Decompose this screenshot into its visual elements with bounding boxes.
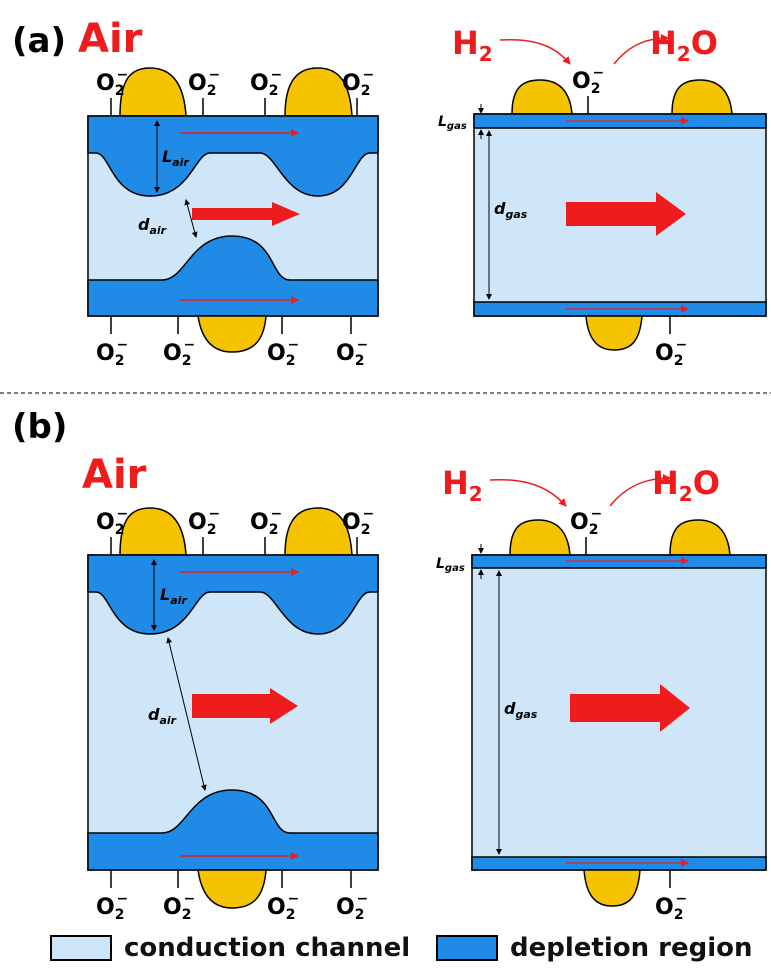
o2-label: O2− xyxy=(96,506,128,538)
grain-bottom-a-air xyxy=(197,315,267,353)
panel-a-tag: (a) xyxy=(12,21,66,61)
panel-b-air-title: Air xyxy=(82,452,147,498)
diagram-canvas: (a) Air Lair dair O2− O2− O2− xyxy=(0,16,771,923)
current-arrow-b-air xyxy=(192,688,298,724)
h2o-label: H2O xyxy=(650,24,718,66)
o2-label: O2− xyxy=(336,337,368,369)
depletion-top-a-air xyxy=(87,115,379,197)
panel-a-air-diagram: (a) Air Lair dair O2− O2− O2− xyxy=(12,16,379,369)
d-gas-label: dgas xyxy=(504,699,538,721)
depletion-bottom-a-air xyxy=(87,235,379,317)
grain-top-1 xyxy=(511,79,573,115)
grain-top-1 xyxy=(509,519,571,556)
o2-label: O2− xyxy=(336,891,368,923)
panel-b-tag: (b) xyxy=(12,407,67,447)
current-arrow-b-gas xyxy=(570,684,690,732)
o2-label: O2− xyxy=(655,891,687,923)
d-air-label: dair xyxy=(138,215,167,237)
legend-item-conduction: conduction channel xyxy=(50,933,410,963)
o2-label: O2− xyxy=(96,891,128,923)
panel-a-air-title: Air xyxy=(78,16,143,62)
l-gas-label: Lgas xyxy=(438,114,467,132)
oxygen-labels-top-a-air: O2− O2− O2− O2− xyxy=(96,67,374,99)
o2-label: O2− xyxy=(96,67,128,99)
grain-top-2 xyxy=(669,519,731,556)
o2-label: O2− xyxy=(267,891,299,923)
h2o-label: H2O xyxy=(652,464,720,506)
legend: conduction channel depletion region xyxy=(0,925,771,970)
grain-bottom-b-air xyxy=(197,869,267,909)
l-air-label: Lair xyxy=(162,147,189,169)
grain-top-1 xyxy=(119,507,187,556)
reaction-arrow-out-a xyxy=(613,34,669,65)
oxygen-ticks-top-b-air xyxy=(110,537,358,555)
grain-bottom-b-gas xyxy=(583,869,641,907)
d-air-label: dair xyxy=(148,705,177,727)
panel-b-gas-diagram: H2 H2O Lgas dgas O2− O2− xyxy=(436,464,767,923)
o2-label: O2− xyxy=(250,506,282,538)
o2-label: O2− xyxy=(96,337,128,369)
oxygen-ticks-bottom-b-air xyxy=(110,870,352,888)
o2-label: O2− xyxy=(572,65,604,97)
o2-label: O2− xyxy=(188,67,220,99)
o2-label: O2− xyxy=(342,506,374,538)
depletion-swatch xyxy=(436,935,498,961)
o2-label: O2− xyxy=(250,67,282,99)
o2-label: O2− xyxy=(655,337,687,369)
oxygen-labels-top-b-air: O2− O2− O2− O2− xyxy=(96,506,374,538)
grain-bottom-a-gas xyxy=(585,315,643,351)
panel-b-air-diagram: (b) Air Lair dair O2− O2− O2− O2− O xyxy=(12,407,379,923)
d-air-dimension xyxy=(166,637,207,791)
h2-label: H2 xyxy=(442,464,483,506)
d-gas-label: dgas xyxy=(494,199,528,221)
grain-top-2 xyxy=(284,507,353,556)
legend-label-depletion: depletion region xyxy=(510,933,753,963)
oxygen-ticks-top-a-air xyxy=(110,98,358,116)
o2-label: O2− xyxy=(163,337,195,369)
oxygen-ticks-bottom-a-air xyxy=(110,316,352,334)
depletion-top-b-air xyxy=(87,554,379,635)
grain-top-2 xyxy=(671,79,733,115)
oxygen-labels-bottom-b-air: O2− O2− O2− O2− xyxy=(96,891,368,923)
l-gas-label: Lgas xyxy=(436,556,465,574)
reaction-arrow-out-b xyxy=(609,474,671,507)
current-arrow-a-gas xyxy=(566,192,686,236)
d-air-dimension xyxy=(184,199,198,238)
legend-item-depletion: depletion region xyxy=(436,933,753,963)
legend-label-conduction: conduction channel xyxy=(124,933,411,963)
o2-label: O2− xyxy=(570,506,602,538)
grain-top-2 xyxy=(284,67,353,117)
current-arrow-a-air xyxy=(192,202,300,226)
reaction-arrow-in-a xyxy=(499,38,571,65)
conduction-swatch xyxy=(50,935,112,961)
reaction-arrow-in-b xyxy=(489,478,567,507)
grain-top-1 xyxy=(119,67,187,117)
h2-label: H2 xyxy=(452,24,493,66)
o2-label: O2− xyxy=(267,337,299,369)
o2-label: O2− xyxy=(163,891,195,923)
oxygen-labels-bottom-a-air: O2− O2− O2− O2− xyxy=(96,337,368,369)
o2-label: O2− xyxy=(188,506,220,538)
depletion-bottom-b-air xyxy=(87,789,379,871)
panel-a-gas-diagram: H2 H2O Lgas dgas O2− O2− xyxy=(438,24,767,369)
o2-label: O2− xyxy=(342,67,374,99)
l-air-label: Lair xyxy=(160,585,187,607)
